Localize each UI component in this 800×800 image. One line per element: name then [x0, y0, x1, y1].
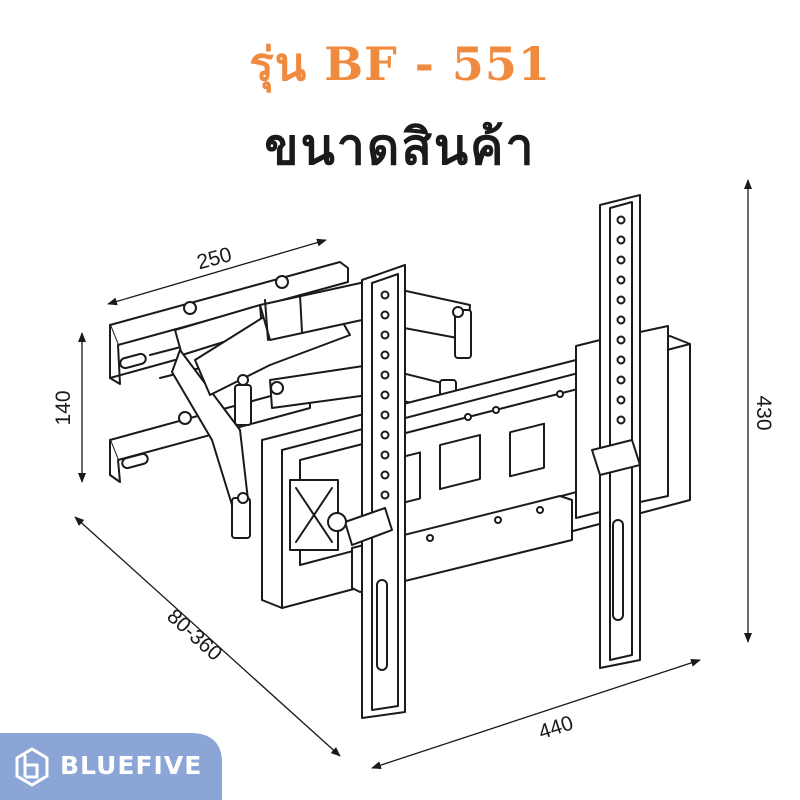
dim-line-depth: [74, 516, 341, 757]
dim-label-depth: 80-360: [162, 605, 226, 666]
bracket-holes: [380, 215, 626, 500]
dim-line-top-width: [107, 238, 327, 306]
dimension-lines: [74, 179, 752, 769]
right-vertical-bracket: [591, 194, 641, 669]
dim-label-height-right: 430: [752, 395, 775, 430]
dim-line-bottom-width: [371, 659, 701, 769]
brand-badge-background: [0, 733, 222, 800]
model-title: รุ่น BF - 551: [249, 37, 551, 91]
bolts: [178, 275, 464, 504]
dim-label-height-left: 140: [52, 390, 75, 425]
bluefive-logo-icon: [15, 747, 49, 787]
dim-label-top-width: 250: [194, 243, 234, 274]
mount-drawing: [109, 194, 691, 719]
brand-badge: BLUEFIVE: [0, 733, 222, 800]
dim-label-bottom-width: 440: [536, 711, 576, 744]
product-size-heading: ขนาดสินค้า: [264, 117, 536, 176]
brand-name: BLUEFIVE: [60, 751, 203, 780]
